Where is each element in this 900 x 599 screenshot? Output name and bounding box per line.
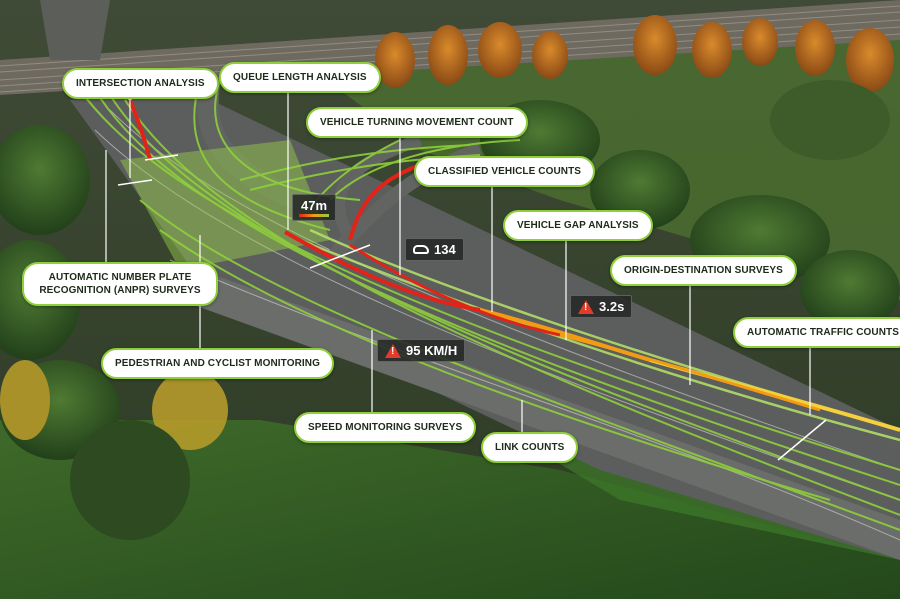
callout-anpr-surveys: AUTOMATIC NUMBER PLATE RECOGNITION (ANPR… (22, 262, 218, 306)
vehicle-count-value: 134 (434, 242, 456, 257)
car-icon (413, 245, 429, 254)
callout-speed-monitoring-surveys: SPEED MONITORING SURVEYS (294, 412, 477, 443)
callout-anpr-line2: RECOGNITION (ANPR) SURVEYS (39, 285, 201, 296)
speed-badge: 95 KM/H (377, 339, 466, 362)
warning-icon (578, 299, 594, 314)
callout-classified-vehicle-counts: CLASSIFIED VEHICLE COUNTS (414, 156, 596, 187)
callout-automatic-traffic-counts: AUTOMATIC TRAFFIC COUNTS (733, 317, 900, 348)
vehicle-count-badge: 134 (405, 238, 464, 261)
callout-anpr-line1: AUTOMATIC NUMBER PLATE (48, 272, 192, 283)
speed-value: 95 KM/H (406, 343, 458, 358)
gap-time-badge: 3.2s (570, 295, 633, 318)
callout-link-counts: LINK COUNTS (481, 432, 579, 463)
queue-length-value: 47m (300, 198, 328, 213)
callout-vehicle-gap-analysis: VEHICLE GAP ANALYSIS (503, 210, 653, 241)
callout-pedestrian-cyclist-monitoring: PEDESTRIAN AND CYCLIST MONITORING (101, 348, 334, 379)
queue-length-badge: 47m (292, 194, 336, 221)
callout-intersection-analysis: INTERSECTION ANALYSIS (62, 68, 219, 99)
callout-vehicle-turning-movement-count: VEHICLE TURNING MOVEMENT COUNT (306, 107, 528, 138)
gap-time-value: 3.2s (599, 299, 625, 314)
callout-queue-length-analysis: QUEUE LENGTH ANALYSIS (219, 62, 381, 93)
queue-arrow-icon (299, 214, 329, 217)
callout-origin-destination-surveys: ORIGIN-DESTINATION SURVEYS (610, 255, 797, 286)
warning-icon (385, 343, 401, 358)
